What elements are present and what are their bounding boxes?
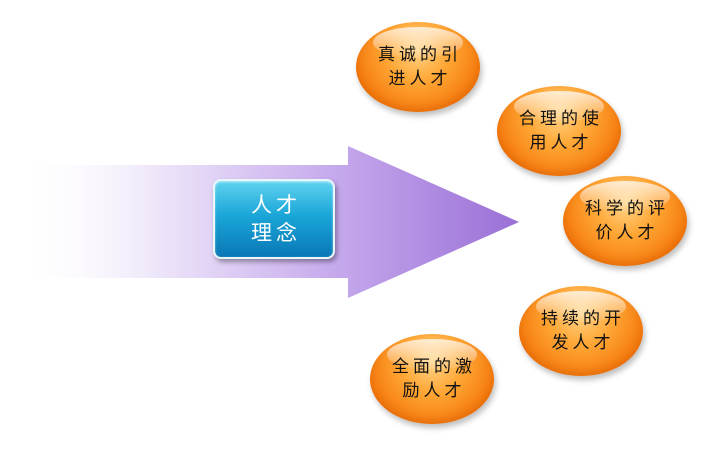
bubble-line-2: 励人才 (402, 381, 466, 401)
bubble-recruit: 真诚的引 进人才 (356, 22, 480, 112)
bubble-line-1: 全面的激 (392, 357, 476, 377)
bubble-line-1: 真诚的引 (378, 45, 462, 65)
bubble-evaluate: 科学的评 价人才 (563, 176, 687, 266)
bubble-line-2: 用人才 (529, 133, 593, 153)
bubble-motivate: 全面的激 励人才 (370, 334, 494, 424)
bubble-line-2: 价人才 (595, 223, 659, 243)
bubble-develop: 持续的开 发人才 (519, 286, 643, 376)
bubble-line-2: 进人才 (388, 69, 452, 89)
bubble-utilize: 合理的使 用人才 (497, 86, 621, 176)
bubble-line-1: 持续的开 (541, 309, 625, 329)
center-line-1: 人才 (251, 193, 301, 217)
bubble-line-2: 发人才 (551, 333, 615, 353)
center-concept-box: 人才 理念 (213, 179, 335, 259)
center-line-2: 理念 (251, 221, 301, 245)
bubble-line-1: 科学的评 (585, 199, 669, 219)
bubble-line-1: 合理的使 (519, 109, 603, 129)
